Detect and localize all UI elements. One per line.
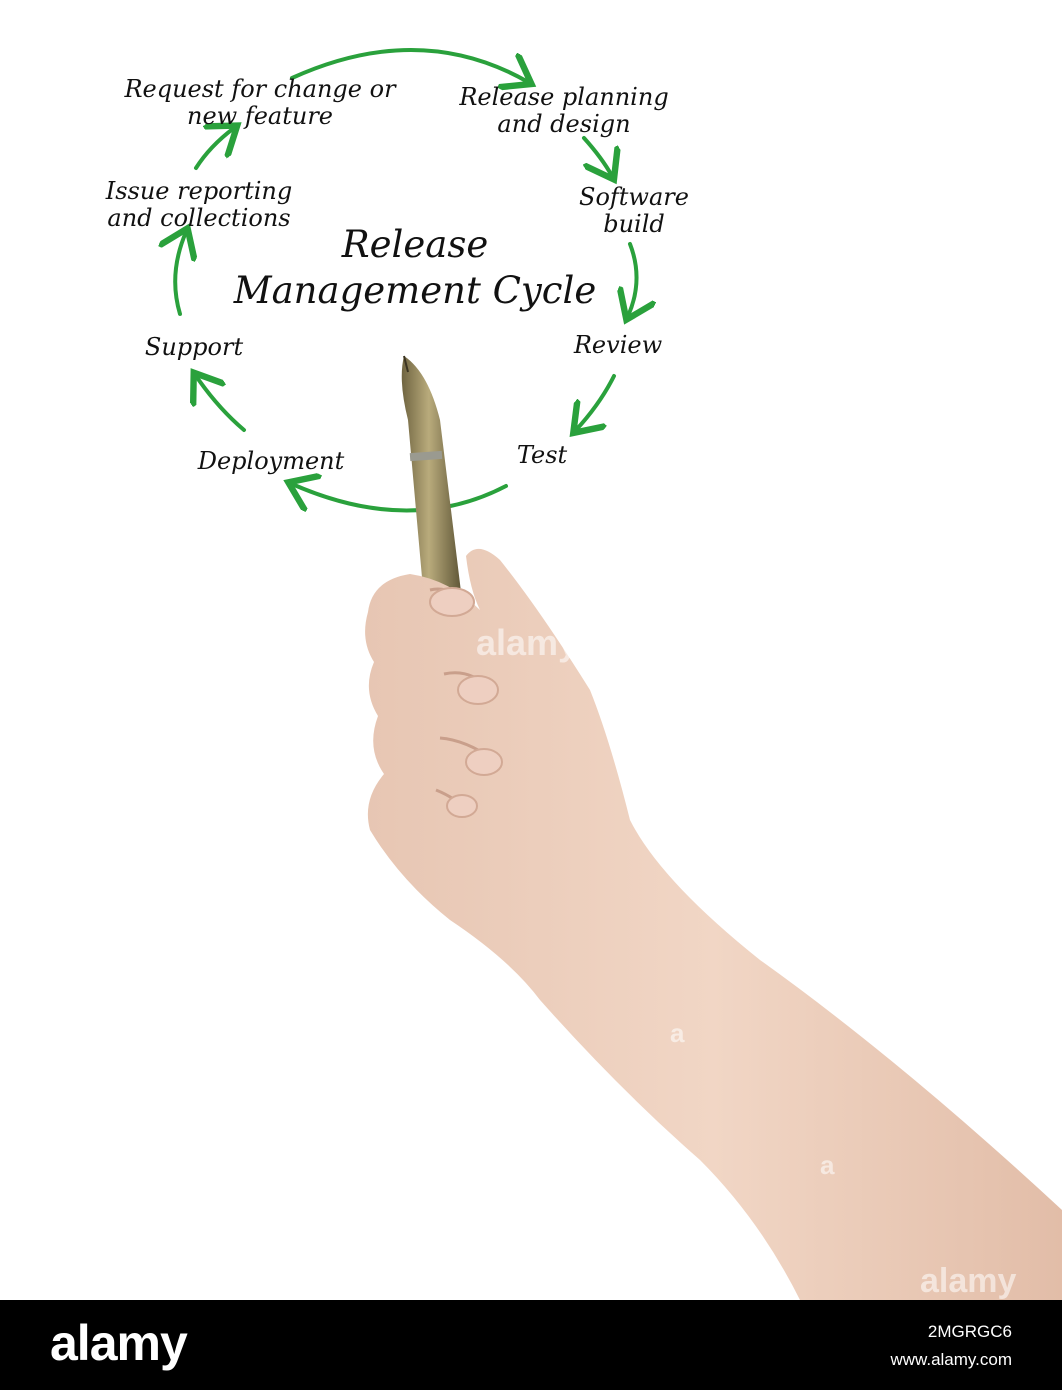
stage-test: Test xyxy=(516,441,568,469)
arrow-test-to-deployment xyxy=(292,484,508,513)
stage-software-build: Software build xyxy=(579,183,689,238)
diagram-title: Release Management Cycle xyxy=(233,223,597,312)
arrow-build-to-review xyxy=(628,242,637,316)
watermark: a xyxy=(820,1150,835,1180)
watermark: alamy xyxy=(476,622,579,663)
arrow-request-to-planning xyxy=(290,48,528,82)
arrow-review-to-test xyxy=(576,374,616,430)
site-url: www.alamy.com xyxy=(890,1350,1012,1369)
hand-and-arm xyxy=(365,548,1062,1300)
stage-review: Review xyxy=(573,331,663,359)
arrow-planning-to-build xyxy=(582,136,612,176)
watermark: a xyxy=(670,1018,685,1048)
diagram-canvas: Request for change or new feature Releas… xyxy=(0,48,1062,1300)
cycle-arrows xyxy=(175,48,637,513)
image-id: 2MGRGC6 xyxy=(927,1322,1012,1341)
alamy-logo: alamy xyxy=(50,1315,188,1371)
arrow-deployment-to-support xyxy=(196,376,246,432)
pen xyxy=(401,355,462,600)
stage-support: Support xyxy=(144,333,244,361)
watermark: alamy xyxy=(920,1262,1017,1300)
photo-illustration xyxy=(0,48,1062,1300)
footer-bar: alamy 2MGRGC6 www.alamy.com xyxy=(0,1300,1062,1390)
arrow-issue-to-request xyxy=(194,128,234,170)
stage-issue-reporting: Issue reporting and collections xyxy=(105,177,293,232)
stage-request-for-change: Request for change or new feature xyxy=(124,75,396,130)
stage-deployment: Deployment xyxy=(197,447,345,475)
arrow-support-to-issue xyxy=(175,232,186,316)
stage-release-planning: Release planning and design xyxy=(459,83,669,138)
